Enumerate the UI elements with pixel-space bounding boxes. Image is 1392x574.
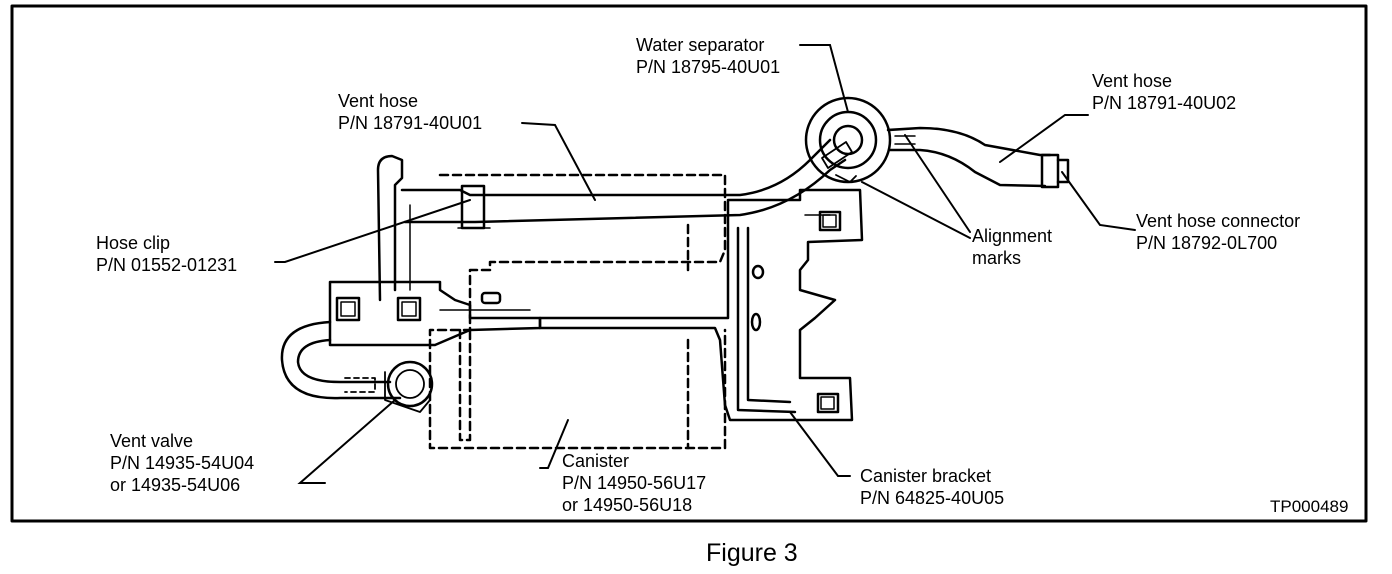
label-hose-clip: Hose clip P/N 01552-01231 [96, 232, 237, 276]
vent-hose-connector-shape [1040, 153, 1070, 189]
figure-caption: Figure 3 [706, 539, 798, 567]
leader-vent-valve [297, 399, 396, 484]
leader-hose-clip [274, 199, 471, 263]
label-vent-hose-connector-name: Vent hose connector [1136, 211, 1301, 231]
label-vent-hose-upper-pn: P/N 18791-40U01 [338, 113, 483, 133]
label-alignment-marks: Alignment marks [972, 225, 1052, 269]
leader-vent-hose-upper [521, 122, 596, 201]
vent-hose-lower-loop [280, 320, 402, 400]
leader-canister [539, 419, 569, 469]
canister-shape [428, 173, 727, 450]
label-canister-alt: or 14950-56U18 [562, 495, 693, 515]
label-hose-clip-name: Hose clip [96, 233, 171, 253]
leader-vent-hose-connector [1061, 171, 1136, 231]
label-vent-hose-upper-name: Vent hose [338, 91, 419, 111]
label-water-separator-pn: P/N 18795-40U01 [636, 57, 781, 77]
label-canister: Canister P/N 14950-56U17 or 14950-56U18 [562, 450, 706, 516]
label-water-separator-name: Water separator [636, 35, 765, 55]
label-vent-valve-pn: P/N 14935-54U04 [110, 453, 255, 473]
label-alignment-marks-line2: marks [972, 248, 1021, 268]
label-canister-name: Canister [562, 451, 630, 471]
label-vent-valve: Vent valve P/N 14935-54U04 or 14935-54U0… [110, 430, 254, 496]
vent-hose-upper [376, 138, 847, 302]
label-vent-valve-name: Vent valve [110, 431, 194, 451]
label-canister-bracket-pn: P/N 64825-40U05 [860, 488, 1005, 508]
label-alignment-marks-line1: Alignment [972, 226, 1053, 246]
leader-vent-hose-right [999, 114, 1089, 163]
label-canister-bracket: Canister bracket P/N 64825-40U05 [860, 465, 1004, 509]
figure-code: TP000489 [1270, 497, 1349, 516]
label-vent-hose-right: Vent hose P/N 18791-40U02 [1092, 70, 1236, 114]
label-canister-pn: P/N 14950-56U17 [562, 473, 707, 493]
canister-bracket-shape [538, 188, 864, 422]
mounting-plate-shape [328, 280, 542, 347]
leader-canister-bracket [789, 411, 851, 477]
label-vent-hose-right-pn: P/N 18791-40U02 [1092, 93, 1237, 113]
label-vent-hose-upper: Vent hose P/N 18791-40U01 [338, 90, 482, 134]
label-vent-hose-right-name: Vent hose [1092, 71, 1173, 91]
label-vent-hose-connector: Vent hose connector P/N 18792-0L700 [1136, 210, 1300, 254]
label-vent-hose-connector-pn: P/N 18792-0L700 [1136, 233, 1278, 253]
label-hose-clip-pn: P/N 01552-01231 [96, 255, 238, 275]
leader-alignment-mark-2 [861, 181, 971, 239]
leader-water-separator [799, 44, 849, 113]
label-canister-bracket-name: Canister bracket [860, 466, 992, 486]
leader-alignment-mark-1 [904, 134, 971, 233]
label-vent-valve-alt: or 14935-54U06 [110, 475, 241, 495]
vent-valve-shape [384, 360, 434, 413]
vent-hose-right [886, 126, 1052, 188]
label-water-separator: Water separator P/N 18795-40U01 [636, 34, 780, 78]
figure-frame [10, 4, 1368, 523]
